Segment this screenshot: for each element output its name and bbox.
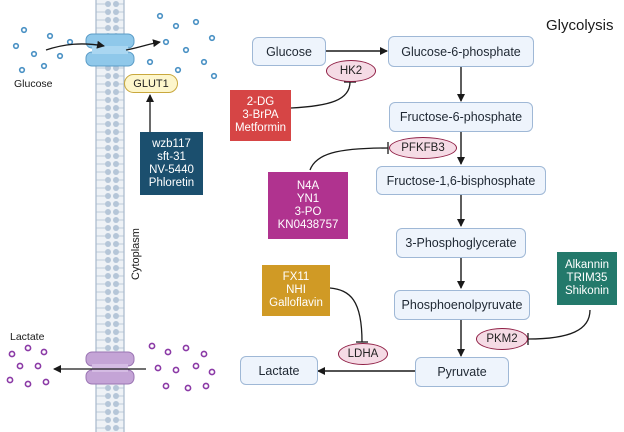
pkm2-inhibitor-1: Alkannin (564, 259, 610, 271)
pfkfb3-inhibitors-box: N4A YN1 3-PO KN0438757 (268, 172, 348, 239)
glut1-inhibitor-3: NV-5440 (149, 163, 194, 176)
pkm2-enzyme: PKM2 (476, 328, 528, 350)
glucose-entry-arrow (125, 39, 161, 51)
pfkfb3-inhibitor-1: N4A (296, 179, 320, 192)
fructose-1-6-bisphosphate-node: Fructose-1,6-bisphosphate (376, 166, 546, 195)
ldha-inhibitor-1: FX11 (282, 271, 310, 283)
ldha-inhibitors-box: FX11 NHI Galloflavin (262, 265, 330, 316)
diagram-title: Glycolysis (546, 17, 614, 34)
3-phosphoglycerate-node: 3-Phosphoglycerate (396, 228, 526, 258)
pkm2-inhibitor-2: TRIM35 (566, 272, 608, 284)
hk2-inhibitor-2: 3-BrPA (242, 109, 279, 121)
glut1-label: GLUT1 (124, 74, 178, 93)
glut1-inhibitors-box: wzb117 sft-31 NV-5440 Phloretin (140, 132, 203, 195)
glut1-inhibitor-1: wzb117 (152, 137, 191, 150)
phosphoenolpyruvate-node: Phosphoenolpyruvate (394, 290, 530, 320)
glucose-label: Glucose (14, 78, 53, 90)
pfkfb3-inhibitor-2: YN1 (296, 192, 320, 205)
pfkfb3-enzyme: PFKFB3 (389, 137, 457, 159)
pathway-arrows (317, 47, 465, 375)
glut1-inhibitor-2: sft-31 (157, 150, 186, 163)
glucose-6-phosphate-node: Glucose-6-phosphate (388, 36, 534, 67)
pfkfb3-inhibitor-3: 3-PO (294, 205, 322, 218)
pkm2-inhibitors-box: Alkannin TRIM35 Shikonin (557, 252, 617, 305)
glut1-inhibitor-4: Phloretin (148, 176, 195, 189)
cytoplasm-label: Cytoplasm (130, 228, 142, 280)
glucose-node: Glucose (252, 37, 326, 66)
pyruvate-node: Pyruvate (415, 357, 509, 387)
glucose-uptake-arrow (45, 40, 105, 51)
hk2-inhibitors-box: 2-DG 3-BrPA Metformin (230, 90, 291, 141)
pkm2-inhibitor-3: Shikonin (564, 285, 610, 297)
ldha-enzyme: LDHA (338, 343, 388, 365)
hk2-inhibitor-3: Metformin (234, 122, 287, 134)
pfkfb3-inhibitor-4: KN0438757 (277, 218, 339, 231)
hk2-enzyme: HK2 (326, 60, 376, 82)
glucose-particles (12, 12, 218, 80)
lactate-particles (6, 342, 216, 392)
ldha-inhibitor-2: NHI (286, 284, 306, 296)
hk2-inhibitor-1: 2-DG (246, 96, 275, 108)
lactate-label: Lactate (10, 331, 45, 343)
lactate-transporter-icon (85, 351, 135, 385)
fructose-6-phosphate-node: Fructose-6-phosphate (389, 102, 533, 132)
inhibition-lines (290, 81, 591, 345)
lactate-node: Lactate (240, 356, 318, 385)
ldha-inhibitor-3: Galloflavin (269, 297, 323, 309)
